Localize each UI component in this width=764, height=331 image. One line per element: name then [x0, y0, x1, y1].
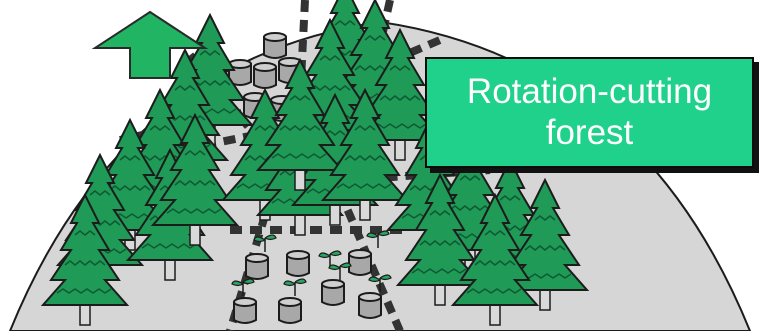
- label-line-1: Rotation-cutting: [427, 71, 752, 112]
- label-line-2: forest: [427, 112, 752, 153]
- rotation-cutting-label: Rotation-cutting forest: [425, 57, 754, 168]
